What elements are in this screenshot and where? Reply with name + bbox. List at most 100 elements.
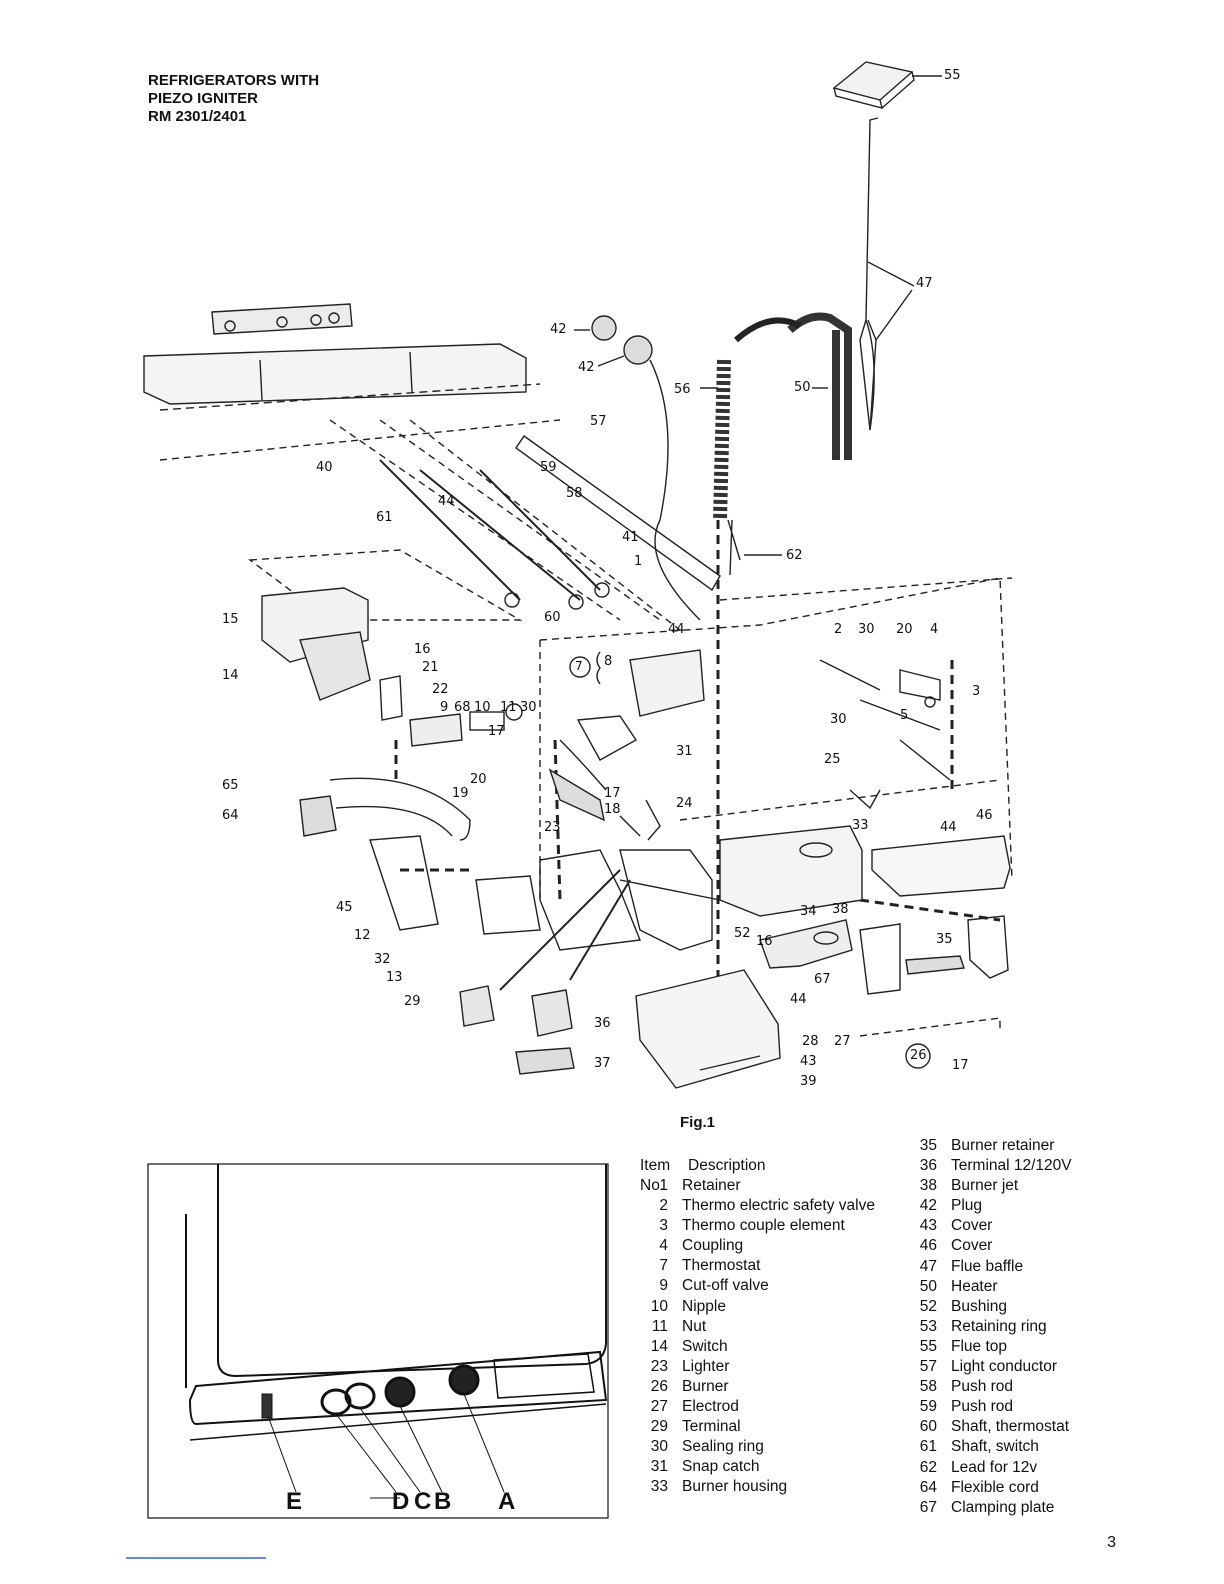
part-number: 23 [650,1357,668,1375]
part-description: Nipple [682,1297,726,1315]
callout-12: 12 [354,928,371,943]
inset-controls-view [147,1163,609,1519]
callout-38: 38 [832,902,849,917]
callout-44a: 44 [438,494,455,509]
part-description: Push rod [951,1378,1014,1396]
callout-17b: 17 [604,786,621,801]
part-number: 52 [919,1297,937,1315]
callout-41: 41 [622,530,639,545]
inset-label-a: A [498,1488,516,1515]
figure-caption: Fig.1 [680,1114,716,1131]
parts-list-row: 30 Sealing ring [636,1437,875,1457]
part-number: 10 [650,1297,668,1315]
callout-27: 27 [834,1034,851,1049]
part-description: Burner jet [951,1177,1019,1195]
cord-drawing [299,777,471,841]
alignment-dashes [394,520,1001,980]
part-description: Burner retainer [951,1137,1055,1154]
part-number: 64 [919,1478,937,1496]
part-description: Cover [951,1217,993,1235]
callout-31: 31 [676,744,693,759]
callout-17a: 17 [488,724,505,739]
callout-16b: 16 [756,934,773,949]
part-number: 42 [919,1197,937,1215]
part-description: Thermo electric safety valve [682,1197,875,1215]
inset-label-d: D [392,1488,410,1515]
callout-42a: 42 [550,322,567,337]
callout-47: 47 [916,276,933,291]
parts-list-row: 3 Thermo couple element [636,1216,875,1236]
part-description: Cover [951,1237,993,1255]
part-number: 53 [919,1317,937,1335]
part-number: 29 [650,1418,668,1436]
part-number: 58 [919,1378,937,1396]
inset-label-e: E [286,1488,303,1515]
title-line-3: RM 2301/2401 [148,108,247,125]
callout-30a: 30 [520,700,537,715]
callout-22: 22 [432,682,449,697]
lighter-drawing [548,739,661,841]
part-description: Plug [951,1197,983,1215]
callout-24: 24 [676,796,693,811]
callout-21: 21 [422,660,439,675]
callout-32: 32 [374,952,391,967]
part-description: Bushing [951,1297,1008,1315]
part-number: 3 [659,1217,668,1235]
part-number: 30 [650,1438,668,1456]
callout-61: 61 [376,510,393,525]
page-title: REFRIGERATORS WITH PIEZO IGNITER RM 2301… [148,72,319,126]
callout-11: 11 [500,700,517,715]
callout-20a: 20 [896,622,913,637]
bracket-assembly-drawing [369,835,721,991]
part-description: Flue baffle [951,1257,1024,1275]
part-description: Thermo couple element [682,1217,845,1235]
callout-52: 52 [734,926,751,941]
part-description: Heater [951,1277,998,1295]
part-number: 38 [919,1177,937,1195]
parts-list-row: 35 Burner retainer [905,1136,1072,1156]
callout-13: 13 [386,970,403,985]
part-number: 46 [919,1237,937,1255]
inset-label-c: C [414,1488,432,1515]
part-number: 55 [919,1337,937,1355]
terminals-drawing [459,985,575,1075]
flue-baffle-drawing [859,117,915,431]
callout-19: 19 [452,786,469,801]
part-description: Retaining ring [951,1317,1047,1335]
part-description: Terminal [682,1418,741,1436]
callout-33: 33 [852,818,869,833]
callout-7: 7 [575,659,583,673]
part-number: 4 [659,1237,668,1255]
callout-15: 15 [222,612,239,627]
callout-34: 34 [800,904,817,919]
callout-25: 25 [824,752,841,767]
callout-4: 4 [930,622,939,637]
part-description: Sealing ring [682,1438,764,1456]
title-line-2: PIEZO IGNITER [148,90,259,107]
part-description: Burner [682,1377,729,1395]
part-description: Snap catch [682,1458,760,1476]
callout-16a: 16 [414,642,431,657]
part-description: Flexible cord [951,1478,1039,1496]
callout-57: 57 [590,414,607,429]
guide-lines [159,419,1013,1037]
part-number: 35 [919,1137,937,1154]
switch-drawing [261,587,403,721]
callout-3: 3 [972,684,981,699]
callout-46: 46 [976,808,993,823]
part-description: Light conductor [951,1358,1057,1376]
